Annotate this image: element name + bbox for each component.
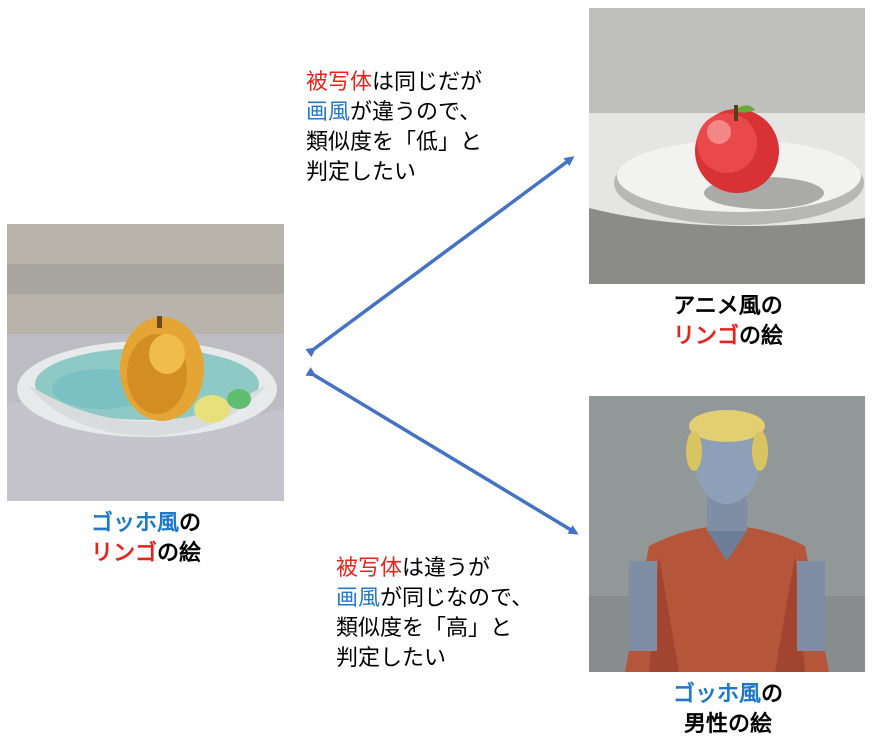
caption-anime-apple: アニメ風の リンゴの絵 (672, 294, 784, 349)
anime-apple-image (589, 8, 865, 284)
note-low-similarity: 被写体は同じだが 画風が違うので、 類似度を「低」と 判定したい (306, 70, 483, 185)
caption-gogh-man: ゴッホ風の 男性の絵 (672, 682, 784, 737)
note-high-similarity: 被写体は違うが 画風が同じなので、 類似度を「高」と 判定したい (336, 556, 534, 671)
caption-gogh-apple: ゴッホ風の リンゴの絵 (90, 511, 202, 566)
gogh-apple-image (7, 224, 284, 501)
gogh-man-image (589, 396, 865, 672)
arrow-low-similarity (305, 156, 575, 358)
arrow-high-similarity (305, 367, 579, 535)
